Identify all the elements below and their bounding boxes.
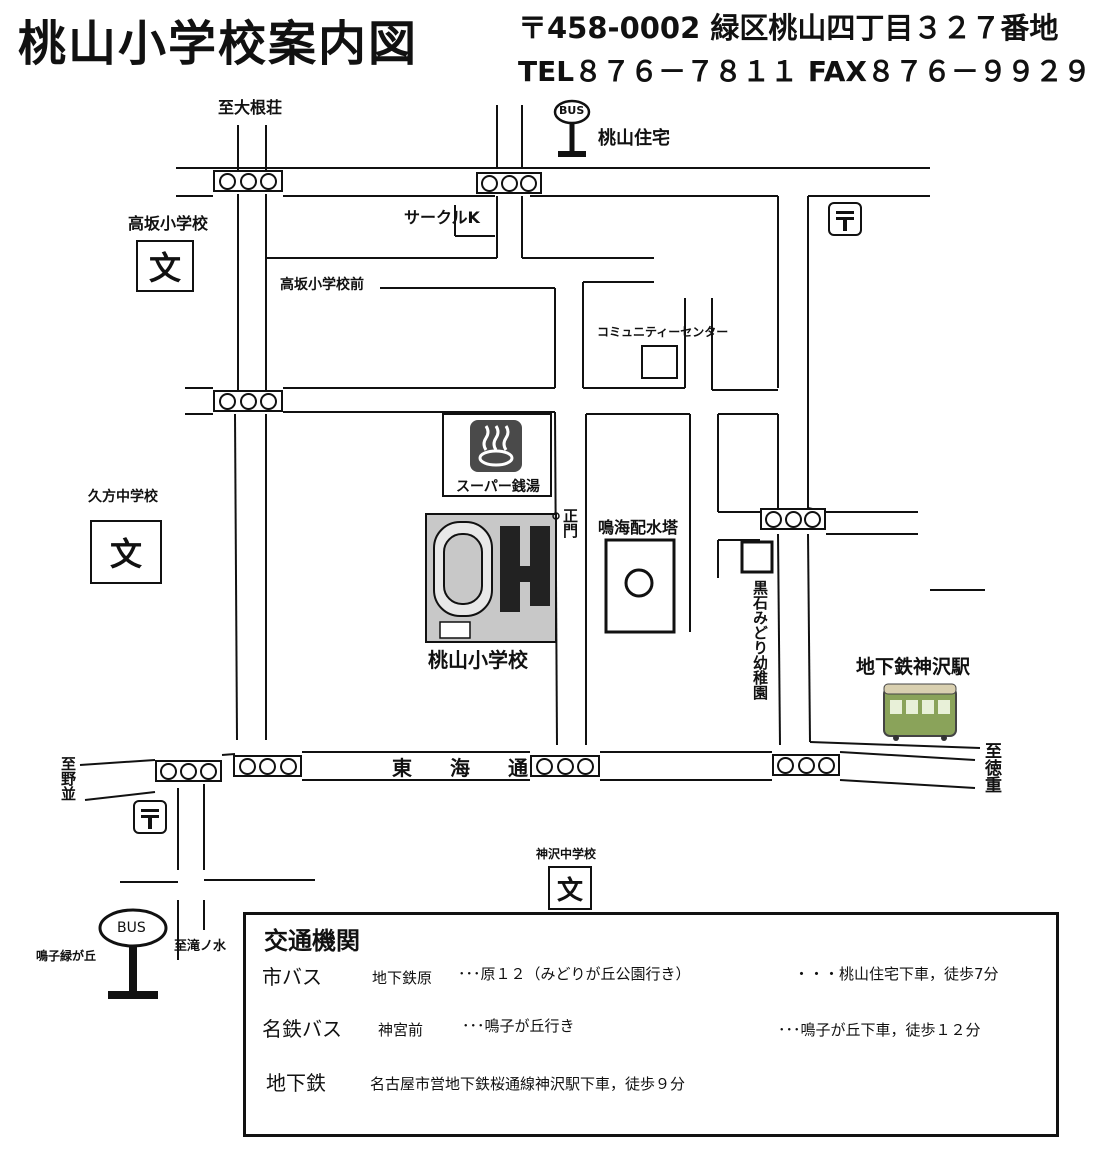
label-bus-stop-narukomidorigaoka: 鳴子緑が丘 [36, 949, 97, 963]
road-network [79, 105, 985, 960]
traffic-signal-icon [155, 760, 222, 782]
transport-route: ･･･原１２（みどりが丘公園行き） [458, 965, 691, 983]
label-bus-stop-momoyama: 桃山住宅 [598, 128, 670, 149]
label-hisakata-jhs: 久方中学校 [88, 489, 158, 505]
transport-from: 地下鉄原 [372, 969, 433, 987]
transport-route: ･･･鳴子が丘行き [462, 1017, 575, 1035]
transport-mode-city-bus: 市バス [262, 965, 322, 989]
hot-spring-pool [478, 449, 514, 467]
school-map-symbol-icon: 文 [548, 866, 592, 910]
label-to-tokushige: 至徳重 [981, 742, 1001, 793]
kindergarten-building [740, 540, 774, 574]
school-track-inner [443, 533, 483, 605]
label-narumi-water-tower: 鳴海配水塔 [598, 518, 679, 537]
school-building [518, 566, 532, 582]
traffic-signal-icon [760, 508, 826, 530]
hot-spring-steam [492, 425, 500, 451]
momoyama-school-campus [425, 513, 557, 643]
train-icon [883, 683, 957, 741]
transport-mode-subway: 地下鉄 [266, 1071, 326, 1095]
transport-get-off: ・・・桃山住宅下車，徒歩7分 [794, 965, 999, 983]
train-window [906, 700, 918, 714]
water-tower-circle [624, 568, 654, 598]
road-line [807, 533, 811, 743]
traffic-signal-icon [476, 172, 542, 194]
label-tokai-dori: 東海通 [392, 756, 566, 780]
road-line [809, 741, 981, 749]
school-pool [439, 621, 471, 639]
post-office-icon [133, 800, 167, 834]
school-building [500, 526, 520, 612]
main-gate-marker [552, 512, 560, 520]
hot-spring-steam [502, 425, 510, 451]
road-line [79, 759, 156, 766]
hot-spring-steam [482, 425, 490, 451]
traffic-signal-icon [233, 755, 302, 777]
water-tower-site [604, 538, 676, 634]
hot-spring-icon [470, 420, 522, 472]
school-phone: TEL８７６－７８１１ FAX８７６－９９２９ [518, 55, 1091, 88]
transport-get-off: ･･･鳴子が丘下車，徒歩１２分 [778, 1021, 981, 1039]
transport-route: 名古屋市営地下鉄桜通線神沢駅下車，徒歩９分 [370, 1075, 686, 1093]
water-tower-icon [604, 538, 676, 634]
road-line [84, 791, 156, 801]
label-momoyama-es: 桃山小学校 [428, 648, 528, 672]
school-map-symbol-icon: 文 [136, 240, 194, 292]
traffic-signal-icon [213, 170, 283, 192]
page-title: 桃山小学校案内図 [18, 16, 419, 72]
label-to-ooneso: 至大根荘 [218, 98, 283, 117]
train-window [890, 700, 902, 714]
label-takasaka-school-mae: 高坂小学校前 [280, 277, 364, 293]
bus-sign-text: BUS [559, 104, 585, 117]
bus-stop-icon [553, 99, 591, 157]
label-super-sento: スーパー銭湯 [456, 479, 540, 495]
train-wheel [893, 735, 899, 741]
road-line [777, 533, 781, 746]
label-to-takiminomizu: 至滝ノ水 [174, 939, 227, 954]
label-main-gate: 正門 [561, 508, 579, 538]
label-kamisawa-jhs: 神沢中学校 [536, 847, 597, 861]
label-to-nonami: 至野並 [59, 756, 77, 801]
school-building [530, 526, 550, 606]
community-center-building [641, 345, 678, 379]
traffic-signal-icon [213, 390, 283, 412]
road-line [839, 779, 976, 789]
post-office-icon [828, 202, 862, 236]
transport-title: 交通機関 [264, 927, 360, 955]
label-takasaka-school: 高坂小学校 [128, 214, 209, 233]
transport-info-box: 交通機関 市バス 地下鉄原 ･･･原１２（みどりが丘公園行き） ・・・桃山住宅下… [243, 912, 1059, 1137]
road-line [221, 753, 236, 756]
bus-stop-icon [98, 908, 168, 999]
traffic-signal-icon [530, 755, 600, 777]
label-subway-station: 地下鉄神沢駅 [856, 656, 971, 678]
traffic-signal-icon [772, 754, 840, 776]
school-address: 〒458-0002 緑区桃山四丁目３２７番地 [518, 11, 1059, 45]
road-line [839, 751, 976, 761]
bus-sign-text: BUS [117, 920, 146, 936]
road-line [234, 413, 238, 741]
label-kuroishi-kindergarten: 黒石みどり幼稚園 [751, 580, 769, 700]
train-wheel [941, 735, 947, 741]
school-map-symbol-icon: 文 [90, 520, 162, 584]
label-circle-k: サークルK [404, 208, 480, 227]
train-roof [883, 683, 957, 695]
transport-from: 神宮前 [378, 1021, 424, 1039]
train-window [938, 700, 950, 714]
train-window [922, 700, 934, 714]
label-community-center: コミュニティーセンター [597, 325, 729, 339]
transport-mode-meitetsu-bus: 名鉄バス [262, 1017, 342, 1041]
